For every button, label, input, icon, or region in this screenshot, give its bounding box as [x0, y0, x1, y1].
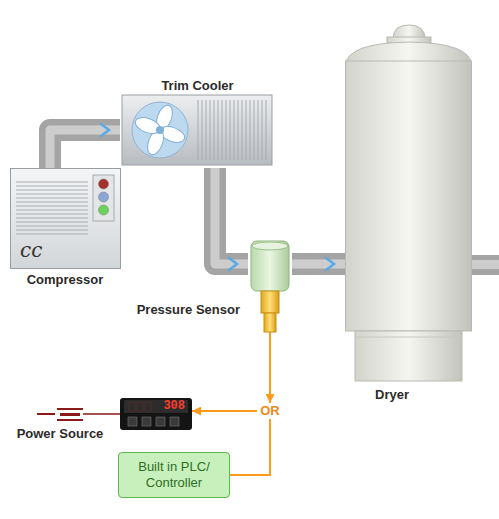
dryer: Dryer — [345, 25, 480, 410]
pressure-sensor-body — [248, 238, 292, 332]
signal-wire — [270, 332, 271, 403]
digital-display-label: 308 — [120, 400, 192, 413]
power-source-label: Power Source — [15, 426, 105, 442]
controller-box-label: Built in PLC/ Controller — [127, 459, 221, 491]
compressor-body — [10, 168, 122, 290]
air-pipe — [50, 124, 120, 168]
air-pipe — [292, 258, 345, 270]
dryer-label: Dryer — [345, 387, 480, 403]
air-pipe — [215, 168, 248, 270]
trim-cooler: Trim Cooler — [120, 78, 275, 168]
compressor: ccCompressor — [10, 168, 122, 290]
compressor-label: Compressor — [10, 272, 120, 288]
signal-wire — [230, 419, 270, 475]
power-source: Power Source — [15, 402, 105, 444]
pressure-sensor: Pressure Sensor — [248, 238, 292, 332]
signal-wire — [192, 411, 257, 412]
or-junction: OR — [257, 403, 283, 419]
digital-display: 308 — [120, 398, 192, 430]
or-junction-label: OR — [257, 403, 283, 419]
trim-cooler-label: Trim Cooler — [120, 78, 275, 94]
dryer-tank — [345, 25, 480, 410]
pressure-sensor-label: Pressure Sensor — [100, 302, 240, 318]
power-wire — [105, 414, 120, 415]
controller-box: Built in PLC/ Controller — [118, 452, 230, 498]
compressor-label: cc — [20, 240, 122, 260]
